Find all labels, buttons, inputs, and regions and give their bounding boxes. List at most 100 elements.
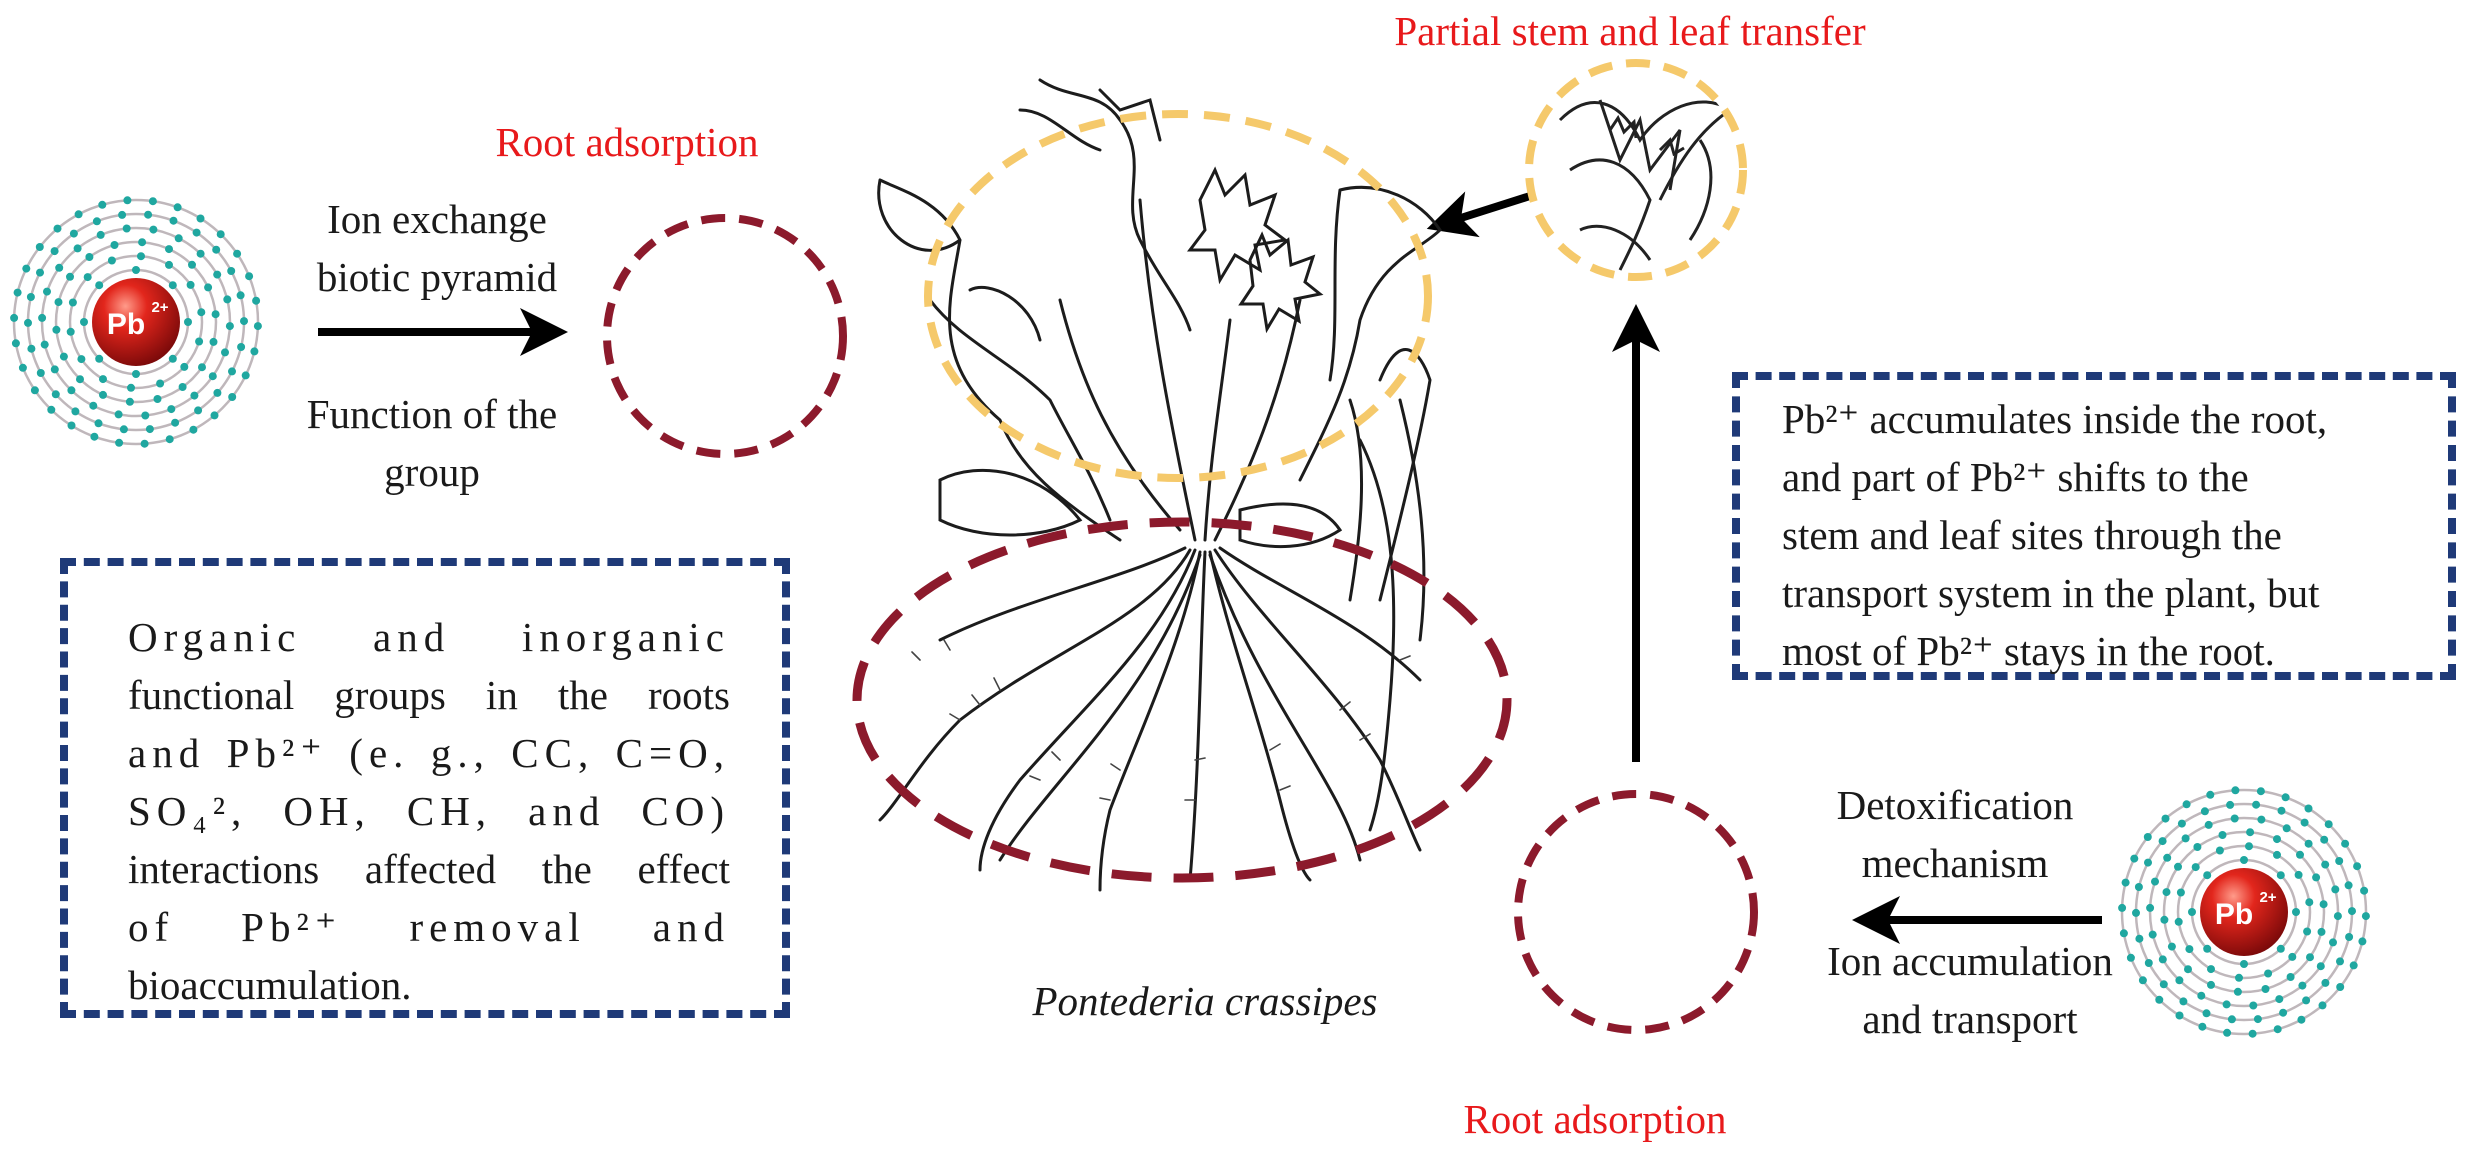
electron-dot: [2181, 834, 2190, 843]
label-detoxification: Detoxification mechanism: [1800, 776, 2110, 892]
electron-dot: [13, 288, 22, 297]
root-hairs: [911, 639, 1411, 801]
label-plant-name: Pontederia crassipes: [1032, 978, 1378, 1024]
electron-dot: [174, 234, 183, 243]
electron-dot: [2143, 833, 2152, 841]
electron-dot: [2304, 804, 2313, 813]
flower-top: [1018, 78, 1192, 332]
electron-dot: [2321, 860, 2330, 869]
electron-dot: [225, 322, 234, 331]
label-functional-group-line: group: [384, 449, 480, 495]
leaf-left: [877, 178, 1122, 542]
box-left-line: functional groups in the roots: [128, 672, 730, 718]
electron-dot: [2118, 903, 2127, 912]
box-left-line: and Pb²⁺ (e. g., CC, C=O,: [128, 730, 730, 776]
label-ion-exchange-line: Ion exchange: [327, 196, 547, 242]
electron-dot: [212, 245, 221, 254]
electron-dot: [99, 390, 107, 399]
electron-dot: [195, 337, 204, 346]
electron-dot: [2223, 1028, 2232, 1037]
electron-dot: [2174, 917, 2183, 926]
electron-dot: [2246, 828, 2255, 837]
electron-dot: [208, 372, 217, 381]
electron-dot: [27, 344, 36, 353]
electron-dot: [115, 438, 124, 447]
electron-dot: [73, 244, 82, 253]
electron-dot: [2321, 978, 2330, 987]
electron-dot: [53, 224, 62, 233]
electron-dot: [228, 367, 236, 376]
electron-dot: [2176, 888, 2185, 897]
electron-dot: [189, 425, 198, 434]
electron-dot: [2161, 814, 2170, 823]
label-stem-leaf-transfer: Partial stem and leaf transfer: [1394, 8, 1866, 54]
electron-dot: [165, 245, 173, 254]
electron-dot: [2336, 983, 2345, 991]
electron-dot: [2249, 1001, 2258, 1010]
electron-dot: [77, 355, 86, 364]
electron-dot: [2130, 854, 2139, 863]
electron-dot: [2333, 912, 2342, 921]
electron-dot: [2188, 908, 2196, 916]
electron-dot: [66, 272, 74, 281]
electron-dot: [51, 390, 60, 399]
electron-dot: [18, 363, 27, 372]
electron-dot: [2264, 969, 2273, 978]
electron-dot: [149, 225, 158, 234]
electron-dot: [178, 383, 187, 391]
electron-dot: [2198, 1022, 2207, 1031]
electron-dot: [192, 228, 201, 237]
electron-dot: [168, 354, 177, 363]
electron-dot: [132, 266, 140, 274]
electron-dot: [74, 210, 83, 219]
pb-ion-top: Pb 2+: [10, 196, 262, 448]
electron-dot: [196, 214, 205, 223]
electron-dot: [2256, 787, 2265, 796]
electron-dot: [140, 439, 149, 448]
electron-dot: [245, 272, 254, 281]
electron-dot: [156, 379, 165, 388]
electron-dot: [2174, 862, 2182, 871]
electron-dot: [22, 264, 31, 273]
electron-dot: [40, 340, 49, 349]
electron-dot: [90, 432, 99, 441]
electron-dot: [2297, 1015, 2306, 1024]
electron-dot: [141, 411, 150, 420]
electron-dot: [2275, 995, 2284, 1004]
root-circle-top: [603, 214, 847, 458]
electron-dot: [253, 322, 262, 331]
electron-dot: [2304, 839, 2313, 848]
electron-dot: [2160, 915, 2169, 924]
electron-dot: [2329, 938, 2337, 947]
electron-dot: [2155, 995, 2164, 1004]
pb-charge: 2+: [2259, 889, 2276, 906]
electron-dot: [173, 203, 182, 212]
electron-dot: [55, 263, 64, 272]
electron-dot: [2358, 937, 2367, 946]
electron-dot: [2240, 960, 2248, 968]
electron-dot: [2134, 883, 2143, 891]
label-root-adsorption-bottom: Root adsorption: [1463, 1096, 1727, 1142]
electron-dot: [2203, 944, 2212, 953]
electron-dot: [2305, 898, 2314, 907]
electron-dots: [10, 196, 262, 448]
leaf-bottom-right: [1238, 502, 1343, 548]
electron-dot: [184, 318, 192, 326]
electron-dot: [2300, 818, 2309, 827]
electron-dot: [228, 393, 237, 401]
electron-dot: [54, 298, 63, 307]
electron-dot: [144, 210, 153, 219]
electron-dot: [2182, 800, 2191, 809]
electron-dot: [2240, 856, 2248, 864]
electron-dot: [114, 410, 123, 419]
electron-dot: [145, 425, 154, 434]
electron-dot: [47, 405, 56, 414]
info-box-functional-groups: Organic and inorganic functional groups …: [60, 558, 790, 1018]
electron-dot: [211, 310, 220, 319]
label-detoxification-line: Detoxification: [1836, 782, 2074, 828]
electron-dot: [50, 247, 59, 256]
electron-dot: [119, 425, 128, 434]
electron-dot: [252, 296, 261, 305]
electron-dot: [168, 281, 177, 290]
electron-dot: [107, 256, 116, 265]
